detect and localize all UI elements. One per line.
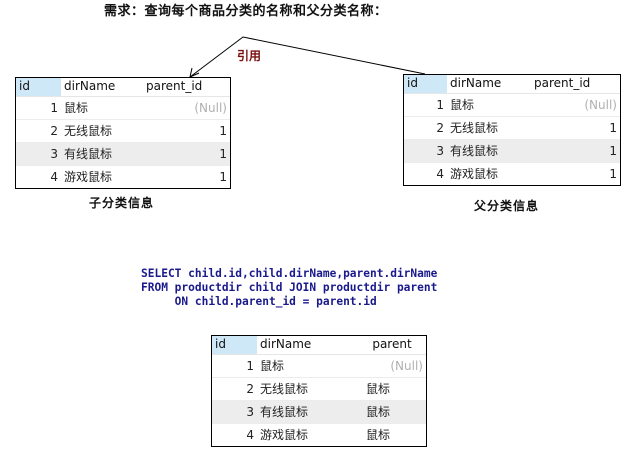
column-header-id: id bbox=[404, 75, 447, 93]
cell-id: 3 bbox=[50, 147, 58, 161]
table-row: 2 无线鼠标 鼠标 bbox=[212, 378, 426, 401]
table-row: 1 鼠标 (Null) bbox=[404, 94, 620, 117]
column-header-parent-id: parent_id bbox=[146, 79, 203, 93]
sql-line-1: SELECT child.id,child.dirName,parent.dir… bbox=[141, 267, 438, 280]
sql-line-2: FROM productdir child JOIN productdir pa… bbox=[141, 281, 438, 294]
table-row: 2 无线鼠标 1 bbox=[16, 120, 230, 143]
cell-dirname: 有线鼠标 bbox=[64, 147, 113, 161]
table-row: 3 有线鼠标 1 bbox=[404, 140, 620, 163]
table-row: 1 鼠标 (Null) bbox=[16, 97, 230, 120]
cell-dirname: 游戏鼠标 bbox=[64, 170, 113, 184]
cell-id: 2 bbox=[246, 382, 254, 396]
column-header-id: id bbox=[16, 78, 61, 96]
cell-dirname: 鼠标 bbox=[260, 359, 285, 373]
column-header-dirname: dirName bbox=[64, 79, 116, 93]
table-row: 4 游戏鼠标 鼠标 bbox=[212, 424, 426, 446]
cell-dirname: 游戏鼠标 bbox=[260, 428, 309, 442]
cell-dirname: 有线鼠标 bbox=[450, 144, 499, 158]
column-header-id: id bbox=[212, 336, 257, 354]
table-row: 1 鼠标 (Null) bbox=[212, 355, 426, 378]
child-table: id dirName parent_id 1 鼠标 (Null) 2 无线鼠标 … bbox=[15, 77, 231, 189]
cell-parent-id: 1 bbox=[219, 147, 227, 161]
cell-parent-id: 1 bbox=[609, 144, 617, 158]
column-header-dirname: dirName bbox=[450, 76, 502, 90]
cell-parent-id: 1 bbox=[219, 124, 227, 138]
table-row: 3 有线鼠标 1 bbox=[16, 143, 230, 166]
table-row: 4 游戏鼠标 1 bbox=[16, 166, 230, 188]
cell-parent-id: 1 bbox=[609, 121, 617, 135]
parent-table-caption: 父分类信息 bbox=[474, 199, 540, 213]
sql-query: SELECT child.id,child.dirName,parent.dir… bbox=[141, 267, 437, 309]
table-row: 2 无线鼠标 1 bbox=[404, 117, 620, 140]
cell-id: 4 bbox=[436, 167, 444, 181]
cell-id: 4 bbox=[246, 428, 254, 442]
cell-parent: (Null) bbox=[390, 359, 423, 373]
cell-id: 2 bbox=[50, 124, 58, 138]
parent-table: id dirName parent_id 1 鼠标 (Null) 2 无线鼠标 … bbox=[403, 74, 621, 186]
column-header-dirname: dirName bbox=[260, 337, 312, 351]
cell-id: 4 bbox=[50, 170, 58, 184]
table-header: id dirName parent bbox=[212, 336, 426, 355]
column-header-parent: parent bbox=[372, 337, 412, 351]
reference-label: 引用 bbox=[237, 49, 262, 63]
cell-dirname: 鼠标 bbox=[450, 98, 475, 112]
column-header-parent-id: parent_id bbox=[534, 76, 591, 90]
cell-id: 1 bbox=[50, 101, 58, 115]
cell-parent-id: 1 bbox=[219, 170, 227, 184]
cell-parent-id: 1 bbox=[609, 167, 617, 181]
cell-id: 3 bbox=[436, 144, 444, 158]
cell-parent-id: (Null) bbox=[194, 101, 227, 115]
cell-id: 1 bbox=[436, 98, 444, 112]
table-row: 4 游戏鼠标 1 bbox=[404, 163, 620, 185]
page-title: 需求：查询每个商品分类的名称和父分类名称： bbox=[104, 4, 388, 19]
cell-parent-id: (Null) bbox=[584, 98, 617, 112]
cell-id: 3 bbox=[246, 405, 254, 419]
sql-line-3: ON child.parent_id = parent.id bbox=[141, 295, 377, 308]
cell-parent: 鼠标 bbox=[366, 382, 391, 396]
cell-dirname: 游戏鼠标 bbox=[450, 167, 499, 181]
child-table-caption: 子分类信息 bbox=[89, 196, 155, 210]
cell-dirname: 无线鼠标 bbox=[64, 124, 113, 138]
cell-id: 1 bbox=[246, 359, 254, 373]
cell-parent: 鼠标 bbox=[366, 428, 391, 442]
table-row: 3 有线鼠标 鼠标 bbox=[212, 401, 426, 424]
cell-dirname: 无线鼠标 bbox=[260, 382, 309, 396]
cell-dirname: 有线鼠标 bbox=[260, 405, 309, 419]
cell-dirname: 鼠标 bbox=[64, 101, 89, 115]
table-header: id dirName parent_id bbox=[16, 78, 230, 97]
cell-dirname: 无线鼠标 bbox=[450, 121, 499, 135]
table-header: id dirName parent_id bbox=[404, 75, 620, 94]
cell-parent: 鼠标 bbox=[366, 405, 391, 419]
cell-id: 2 bbox=[436, 121, 444, 135]
result-table: id dirName parent 1 鼠标 (Null) 2 无线鼠标 鼠标 … bbox=[211, 335, 427, 447]
